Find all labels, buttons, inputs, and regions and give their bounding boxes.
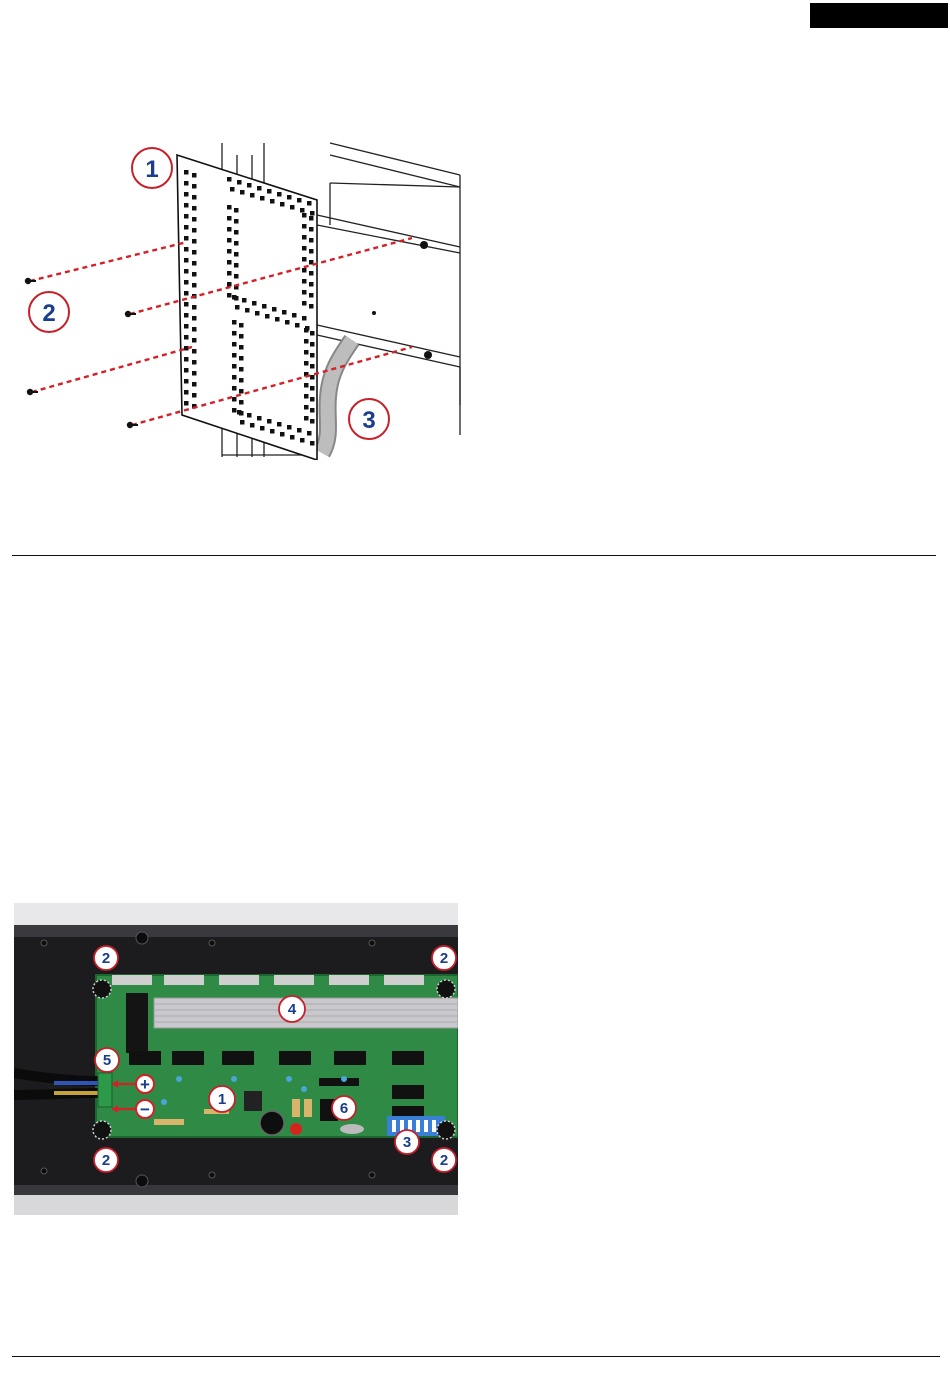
- svg-text:2: 2: [440, 1152, 448, 1169]
- plus-symbol: +: [140, 1075, 150, 1094]
- svg-text:5: 5: [103, 1052, 111, 1069]
- crystal: [340, 1124, 364, 1134]
- callout-panel: 1: [132, 148, 172, 188]
- callout-chip: 6: [332, 1096, 356, 1120]
- svg-text:2: 2: [102, 950, 110, 967]
- section-divider: [12, 555, 936, 556]
- svg-text:3: 3: [403, 1134, 411, 1151]
- callout-screw-top-left: 2: [94, 946, 118, 970]
- red-led: [290, 1123, 302, 1135]
- callout-terminal-block: 5: [95, 1048, 119, 1072]
- svg-text:2: 2: [102, 1152, 110, 1169]
- driver-chip-vertical: [126, 993, 148, 1053]
- footer-divider: [12, 1356, 940, 1357]
- mounting-holes: [372, 241, 432, 359]
- svg-text:1: 1: [218, 1091, 226, 1108]
- svg-text:1: 1: [145, 156, 158, 183]
- terminal-block: [98, 1073, 112, 1107]
- callout-screw-bottom-right: 2: [432, 1148, 456, 1172]
- callout-screws: 2: [29, 292, 69, 332]
- panel-assembly-drawing: 1 2 3: [12, 135, 464, 460]
- callout-dip-switch: 3: [395, 1130, 419, 1154]
- panel-assembly-figure: 1 2 3: [12, 135, 464, 460]
- callout-screw-top-right: 2: [432, 946, 456, 970]
- controller-pcb-figure: + − 2 2 4 5: [14, 903, 458, 1215]
- minus-symbol: −: [140, 1100, 150, 1119]
- ribbon-cable-graphic: [154, 998, 458, 1028]
- callout-ribbon-cable: 4: [279, 996, 305, 1022]
- voltage-regulator: [244, 1091, 262, 1111]
- svg-text:2: 2: [440, 950, 448, 967]
- svg-text:6: 6: [340, 1100, 348, 1117]
- callout-ribbon-cable: 3: [349, 399, 389, 439]
- callout-regulator: 1: [209, 1086, 235, 1112]
- controller-pcb-photo: + − 2 2 4 5: [14, 903, 458, 1215]
- header-tab: [810, 3, 948, 28]
- svg-text:3: 3: [362, 407, 375, 434]
- svg-text:2: 2: [42, 300, 55, 327]
- callout-screw-bottom-left: 2: [94, 1148, 118, 1172]
- svg-text:4: 4: [288, 1001, 297, 1018]
- electrolytic-capacitor: [260, 1111, 284, 1135]
